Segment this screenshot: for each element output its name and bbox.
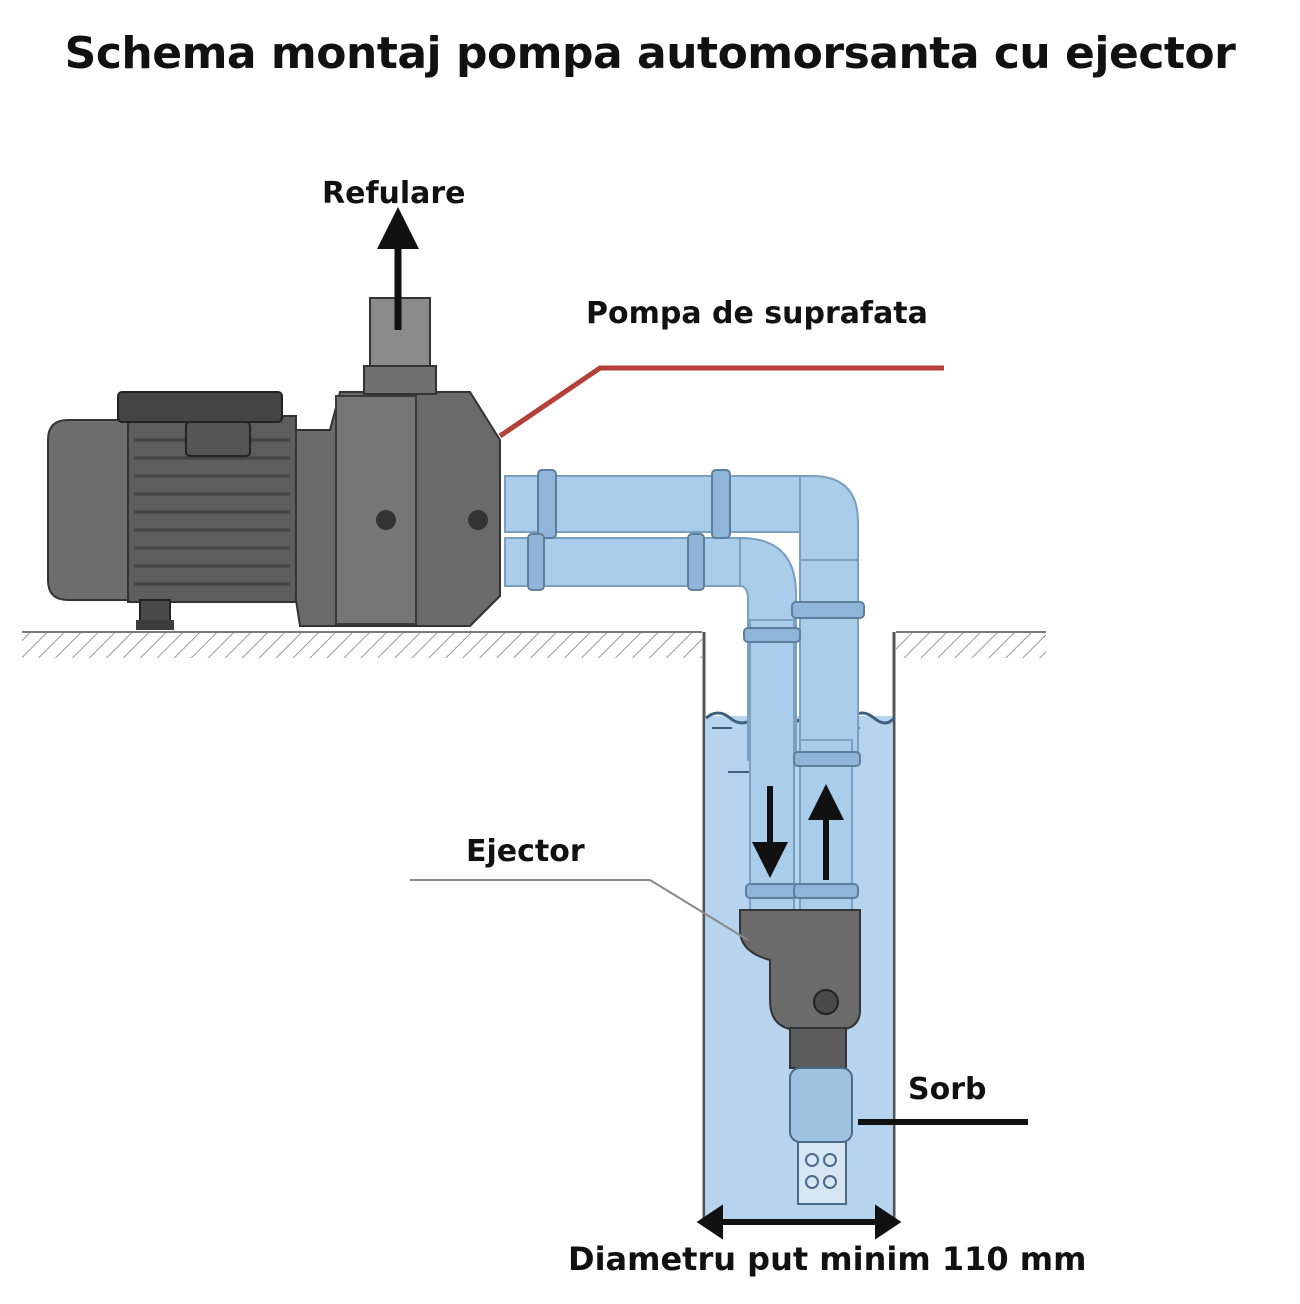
label-surface-pump: Pompa de suprafata <box>586 296 928 331</box>
pipe-couplings <box>527 469 865 899</box>
label-well-diameter: Diametru put minim 110 mm <box>568 1240 1087 1278</box>
leader-surface-pump <box>498 365 944 439</box>
diagram-title: Schema montaj pompa automorsanta cu ejec… <box>64 28 1236 79</box>
well-diameter-dimension <box>696 1204 902 1240</box>
foot-valve <box>789 1067 853 1205</box>
label-foot-valve: Sorb <box>908 1072 987 1107</box>
ground <box>22 631 1046 658</box>
surface-pump <box>47 297 501 630</box>
ejector-body <box>739 909 861 1069</box>
label-ejector: Ejector <box>466 834 585 869</box>
flow-arrows <box>752 784 844 880</box>
label-discharge: Refulare <box>322 176 466 211</box>
leader-ejector <box>410 879 749 941</box>
